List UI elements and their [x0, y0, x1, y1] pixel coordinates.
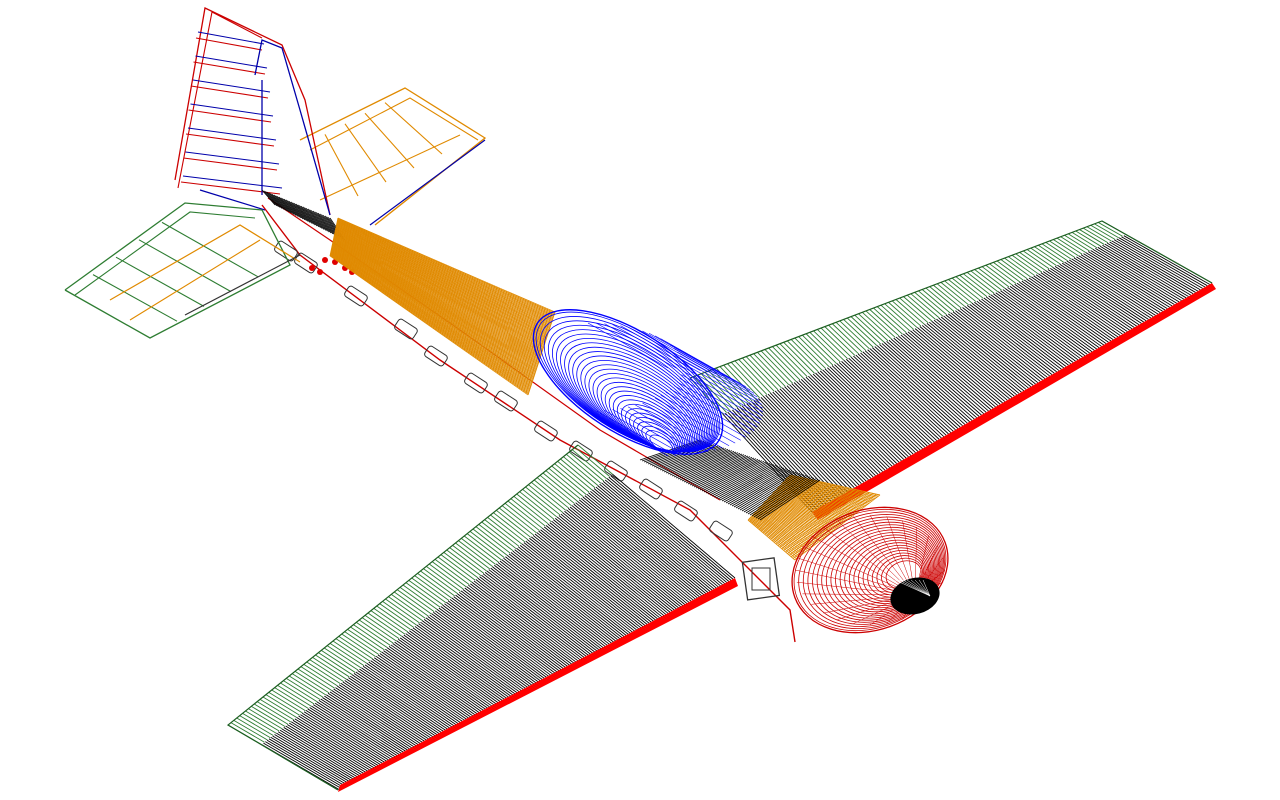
left-wing-trailing-edge	[338, 578, 738, 792]
stab-right-outline	[299, 87, 487, 226]
fin-rib-back	[190, 103, 274, 117]
lightening-hole	[709, 520, 733, 542]
former-hole-dot	[309, 265, 315, 271]
stab-rib	[344, 123, 387, 183]
former-hole-dot	[322, 257, 328, 263]
spinner	[890, 577, 940, 615]
cowl-outline	[791, 506, 949, 634]
lightening-hole	[569, 440, 593, 462]
fin-rib-back	[195, 55, 268, 69]
elevator-rib	[138, 239, 232, 293]
right-wing	[689, 220, 1216, 520]
fin-outline	[174, 7, 331, 216]
stab-left-spar	[109, 224, 301, 301]
lightening-hole	[604, 460, 628, 482]
elevator-rib	[161, 221, 259, 278]
fuselage-lower-longeron	[261, 204, 796, 643]
right-wing-trailing-edge	[812, 283, 1216, 520]
fin-rib-back	[182, 175, 283, 189]
fin-rib-back	[185, 151, 280, 165]
elevator-rib	[115, 256, 205, 307]
canopy	[532, 309, 764, 457]
fin-rib-back	[192, 79, 271, 93]
elevator-rib	[92, 274, 178, 322]
elevator-outline	[64, 202, 291, 339]
lightening-hole	[674, 500, 698, 522]
fin-rib-back	[187, 127, 277, 141]
former-hole-dot	[317, 269, 323, 275]
left-wing	[226, 444, 738, 792]
horizontal-stabilizer-right	[299, 87, 487, 226]
fin-rib	[188, 109, 272, 123]
lightening-hole	[534, 420, 558, 442]
fuselage-sheeting	[329, 217, 881, 561]
lightening-hole	[464, 372, 488, 394]
lightening-hole	[424, 345, 448, 367]
stab-rib	[364, 112, 415, 169]
lightening-hole	[344, 285, 368, 307]
lightening-hole	[394, 318, 418, 340]
nose-bay	[741, 557, 781, 601]
vertical-fin	[174, 7, 331, 216]
fin-rib	[183, 157, 278, 171]
lightening-hole	[294, 252, 318, 274]
nose-bay-inner	[751, 567, 771, 591]
fin-rib-back	[197, 31, 265, 45]
right-wing-leading-edge	[689, 220, 1213, 379]
lightening-hole	[639, 478, 663, 500]
rudder-post	[254, 39, 331, 216]
stab-rib	[324, 134, 359, 197]
fuselage-frame	[261, 189, 796, 643]
stab-rib	[384, 102, 443, 155]
lightening-hole	[494, 390, 518, 412]
elevator-hinge	[369, 139, 486, 226]
fin-rib	[193, 61, 266, 75]
fin-rib	[185, 133, 275, 147]
canopy-outline	[532, 309, 724, 455]
fin-rib	[190, 85, 269, 99]
spinner-body	[890, 577, 940, 615]
fin-rib	[195, 37, 263, 51]
left-wing-leading-edge	[226, 444, 579, 791]
horizontal-stabilizer-left	[64, 202, 301, 339]
